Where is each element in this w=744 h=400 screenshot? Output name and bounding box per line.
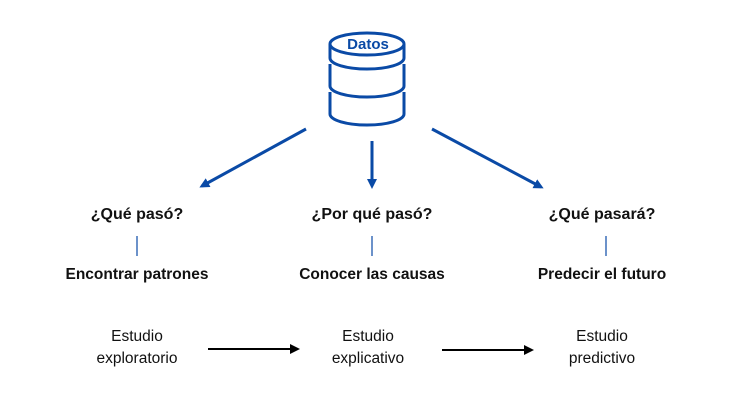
database-middle-tier: [328, 64, 406, 99]
study-exploratory: Estudio exploratorio: [57, 326, 217, 370]
study-explanatory-line1: Estudio: [342, 328, 394, 345]
arrow-to-predictive: [431, 127, 544, 189]
question-explanatory: ¿Por qué pasó?: [311, 206, 433, 223]
question-predictive: ¿Qué pasará?: [548, 206, 656, 223]
study-predictive: Estudio predictivo: [522, 326, 682, 370]
study-predictive-line1: Estudio: [576, 328, 628, 345]
study-explanatory: Estudio explicativo: [288, 326, 448, 370]
database-icon: [328, 31, 406, 127]
database-top-ellipse: [328, 31, 406, 57]
database-label: Datos: [347, 36, 389, 53]
study-explanatory-line2: explicativo: [331, 350, 405, 367]
arrow-to-exploratory: [199, 127, 307, 188]
action-exploratory: Encontrar patrones: [65, 266, 209, 283]
action-predictive: Predecir el futuro: [537, 266, 667, 283]
action-explanatory: Conocer las causas: [299, 266, 445, 283]
question-exploratory: ¿Qué pasó?: [90, 206, 184, 223]
study-exploratory-line2: exploratorio: [96, 350, 178, 367]
study-exploratory-line1: Estudio: [111, 328, 163, 345]
study-predictive-line2: predictivo: [568, 350, 636, 367]
database-bottom-tier: [328, 92, 406, 127]
